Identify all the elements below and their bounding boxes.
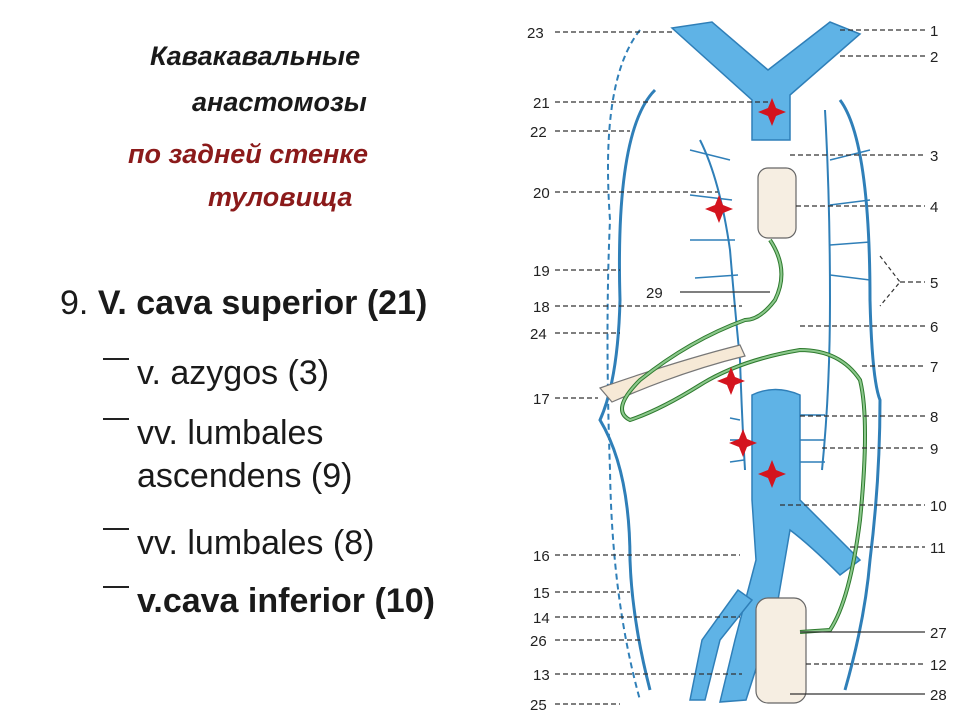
label-26: 26 [530, 633, 547, 650]
branch-l7 [729, 459, 745, 463]
branch-l1 [689, 149, 731, 161]
label-13: 13 [533, 667, 550, 684]
sub-item-label-continued: ascendens (9) [137, 456, 353, 495]
sub-item-azygos: v. azygos (3) [103, 352, 329, 395]
dash-marker [103, 586, 129, 588]
title-line-1: Кавакавальные [150, 41, 361, 71]
label-17: 17 [533, 391, 550, 408]
rectum-segment [755, 597, 807, 704]
label-2: 2 [930, 49, 938, 66]
dash-marker [103, 358, 129, 360]
label-9: 9 [930, 441, 938, 458]
superior-vena-cava [670, 21, 862, 141]
subtitle-line-2: туловища [208, 182, 353, 212]
sub-item-lumbales-ascendens: vv. lumbales ascendens (9) [103, 412, 352, 497]
branch-l5 [729, 417, 741, 421]
left-lateral-vein [598, 88, 657, 691]
sub-item-label: v. azygos (3) [137, 354, 330, 392]
label-3: 3 [930, 148, 938, 165]
label-29: 29 [646, 285, 663, 302]
main-item-number: 9. [60, 284, 98, 322]
dash-marker [103, 418, 129, 420]
main-item: 9. V. cava superior (21) [60, 284, 427, 323]
dash-marker [103, 528, 129, 530]
esophagus-segment [757, 167, 797, 239]
label-4: 4 [930, 199, 938, 216]
branch-l4 [694, 274, 739, 279]
branch-r4 [829, 274, 871, 281]
label-7: 7 [930, 359, 938, 376]
title-line-2: анастомозы [192, 87, 367, 117]
label-solid-leaders [680, 291, 925, 695]
main-item-label: V. cava superior (21) [97, 284, 428, 322]
sub-item-label: v.cava inferior (10) [137, 582, 435, 620]
sub-item-cava-inferior: v.cava inferior (10) [103, 580, 435, 623]
label-27: 27 [930, 625, 947, 642]
label-28: 28 [930, 687, 947, 704]
body-outline [606, 29, 641, 701]
label-1: 1 [930, 23, 938, 40]
label-16: 16 [533, 548, 550, 565]
label-15: 15 [533, 585, 550, 602]
venous-anastomosis-diagram: 23 21 22 20 19 18 24 17 16 15 14 26 13 2… [527, 21, 947, 714]
label-23: 23 [527, 25, 544, 42]
label-25: 25 [530, 697, 547, 714]
anastomosis-marker-1 [758, 98, 786, 126]
portal-collateral-fill [621, 239, 866, 633]
sub-item-label: vv. lumbales [137, 414, 324, 452]
subtitle-line-1: по задней стенке [128, 139, 368, 169]
label-22: 22 [530, 124, 547, 141]
left-iliac-branch [689, 588, 754, 701]
label-5-bracket [879, 255, 901, 307]
sub-item-label: vv. lumbales (8) [137, 524, 375, 562]
label-11: 11 [930, 540, 946, 557]
label-21: 21 [533, 95, 550, 112]
anastomosis-marker-2 [705, 195, 733, 223]
inner-left-vein [699, 139, 746, 471]
branch-l2 [689, 194, 733, 201]
sub-item-lumbales: vv. lumbales (8) [103, 522, 374, 565]
label-10: 10 [930, 498, 947, 515]
label-24: 24 [530, 326, 547, 343]
right-lateral-vein [838, 99, 882, 691]
label-20: 20 [533, 185, 550, 202]
label-18: 18 [533, 299, 550, 316]
branch-r3 [829, 241, 871, 246]
anastomosis-markers [705, 98, 786, 488]
label-6: 6 [930, 319, 938, 336]
inner-right-vein [821, 109, 832, 471]
label-5: 5 [930, 275, 938, 292]
branch-r2 [829, 199, 871, 206]
label-19: 19 [533, 263, 550, 280]
label-8: 8 [930, 409, 938, 426]
label-14: 14 [533, 610, 550, 627]
label-12: 12 [930, 657, 947, 674]
anastomosis-marker-5 [758, 460, 786, 488]
anastomosis-marker-4 [729, 429, 757, 457]
label-leaders [555, 29, 925, 705]
anastomosis-marker-3 [717, 367, 745, 395]
